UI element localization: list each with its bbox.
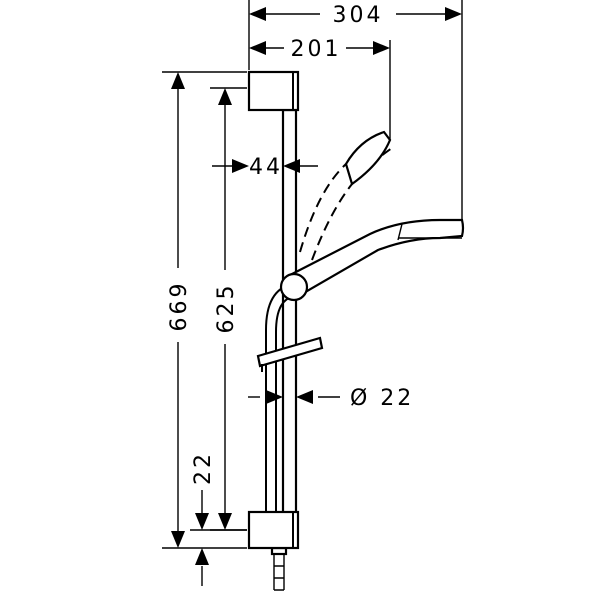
hand-shower-tilted-head — [344, 130, 392, 186]
dimension-rail-length: 625 — [210, 87, 247, 531]
dimension-total-height: 669 — [162, 71, 247, 549]
dimension-bottom-offset: 22 — [190, 451, 247, 586]
dim-label-diameter-22: Ø 22 — [350, 386, 414, 411]
wall-rail — [281, 108, 298, 522]
hand-shower — [290, 218, 465, 296]
dim-label-44: 44 — [249, 155, 283, 180]
dimension-rail-diameter: Ø 22 — [248, 386, 414, 411]
dim-label-201: 201 — [291, 37, 342, 62]
top-wall-bracket — [247, 70, 300, 112]
dim-label-304: 304 — [333, 3, 384, 28]
slider-clamp — [256, 336, 324, 368]
dimension-total-width: 304 — [248, 0, 463, 220]
dimension-rail-offset: 44 — [212, 155, 318, 180]
shower-rail-assembly — [247, 70, 465, 591]
dim-label-22: 22 — [191, 451, 216, 485]
dim-label-625: 625 — [214, 283, 239, 334]
shower-hose — [273, 554, 285, 591]
bottom-wall-bracket — [247, 510, 300, 550]
dimension-handshower-reach: 201 — [249, 37, 391, 140]
dim-label-669: 669 — [167, 281, 192, 332]
shower-holder-knob — [279, 272, 309, 302]
